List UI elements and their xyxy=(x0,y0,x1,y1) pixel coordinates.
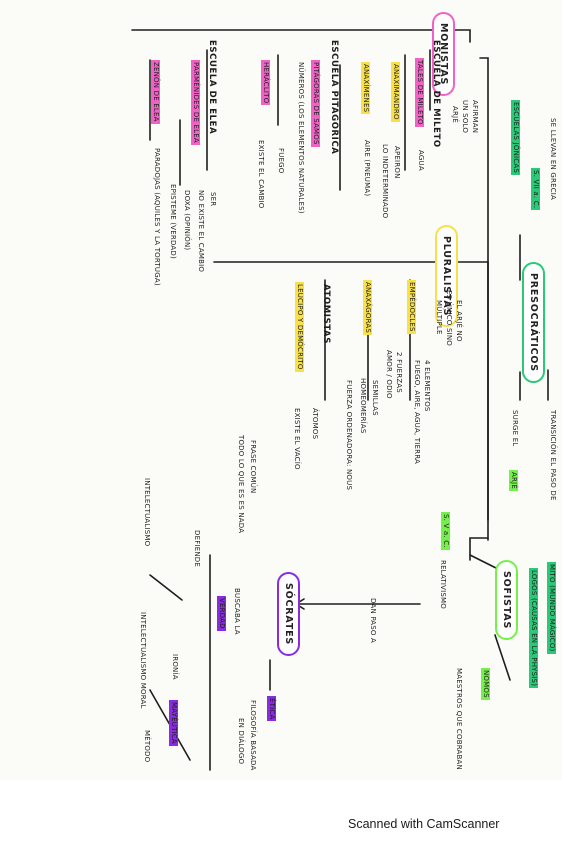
anaximenes-label: ANAXÍMENES xyxy=(361,62,370,115)
vacio-text: EXISTE EL VACÍO xyxy=(293,408,301,470)
elementos-text: FUEGO, AIRE, AGUA, TIERRA xyxy=(413,360,421,464)
zenon-label: ZENÓN DE ELEA xyxy=(151,60,160,124)
semillas-text: SEMILLAS xyxy=(371,380,379,416)
dialogo-text: EN DIÁLOGO xyxy=(237,718,245,765)
sofistas-line xyxy=(469,537,489,561)
siglo-label: S. VII a. C. xyxy=(531,168,540,211)
maestros-text: MAESTROS QUE COBRABAN xyxy=(455,668,463,770)
pitagoras-label: PITÁGORAS DE SAMOS xyxy=(311,60,320,147)
relativismo-text: RELATIVISMO xyxy=(439,560,447,609)
escuela-mileto-heading: ESCUELA DE MILETO xyxy=(431,40,441,148)
anaxagoras-label: ANAXÁGORAS xyxy=(363,280,372,336)
mayeutica-label: MAYÉUTICA xyxy=(169,700,178,746)
dos-fuerzas-text: 2 FUERZAS xyxy=(395,352,403,393)
aire-text: AIRE (PNEUMA) xyxy=(363,140,371,197)
atomistas-heading: ATOMISTAS xyxy=(321,284,331,344)
amor-odio-text: AMOR / ODIO xyxy=(385,350,393,399)
top-bracket-line xyxy=(131,29,471,43)
es-unico-text: ES ÚNICO SINO xyxy=(445,290,453,346)
escuelas-jonicas-label: ESCUELAS JÓNICAS xyxy=(511,100,520,176)
numeros-text: NÚMEROS (LOS ELEMENTOS NATURALES) xyxy=(297,62,305,214)
intelectualismo-moral-text: INTELECTUALISMO MORAL xyxy=(139,612,147,709)
sofistas-node: SOFISTAS xyxy=(495,560,518,641)
sofistas-to-maestros xyxy=(494,634,511,681)
afirman-text: AFIRMAN xyxy=(471,100,479,134)
escuela-elea-heading: ESCUELA DE ELEA xyxy=(207,40,217,135)
camscanner-footer: Scanned with CamScanner xyxy=(348,817,500,831)
arje-no-text: EL ARJÉ NO xyxy=(455,300,463,342)
buscaba-text: BUSCABA LA xyxy=(233,588,241,635)
filosofia-text: FILOSOFÍA BASADA xyxy=(249,700,257,771)
anaximandro-label: ANAXIMANDRO xyxy=(391,62,400,122)
presocraticos-node: PRESOCRÁTICOS xyxy=(522,262,545,383)
intelectualismo-text: INTELECTUALISMO xyxy=(143,478,151,547)
ironia-text: IRONÍA xyxy=(171,654,179,680)
nomos-label: NOMOS xyxy=(481,668,490,700)
episteme-text: EPISTEME (VERDAD) xyxy=(169,184,177,259)
fuego-text: FUEGO xyxy=(277,148,285,174)
escuela-pitagorica-heading: ESCUELA PITAGÓRICA xyxy=(329,40,339,155)
empedocles-label: EMPÉDOCLES xyxy=(407,280,416,334)
indeterminado-text: LO INDETERMINADO xyxy=(381,144,389,219)
leucipo-label: LEUCIPO Y DEMÓCRITO xyxy=(295,282,304,372)
defiende-bracket xyxy=(149,574,183,601)
defiende-text: DEFIENDE xyxy=(193,530,201,567)
verdad-label: VERDAD xyxy=(217,596,226,631)
dan-paso-text: DAN PASO A xyxy=(369,598,377,644)
concept-map-connectors xyxy=(131,29,549,771)
sofistas-siglo-label: S. V a. C. xyxy=(441,512,450,550)
ser-text: SER xyxy=(209,192,217,207)
surge-text: SURGE EL xyxy=(511,410,519,447)
existe-cambio-text: EXISTE EL CAMBIO xyxy=(257,140,265,209)
heraclito-label: HERÁCLITO xyxy=(261,60,270,106)
multiple-text: MÚLTIPLE xyxy=(435,300,443,335)
agua-text: AGUA xyxy=(417,150,425,171)
monistas-spine xyxy=(479,57,489,521)
transicion-text: TRANSICIÓN EL PASO DE xyxy=(549,410,557,501)
arje-label: ARJÉ xyxy=(509,470,518,491)
apeiron-text: APEIRON xyxy=(393,146,401,179)
socrates-node: SÓCRATES xyxy=(277,572,300,657)
parmenides-label: PARMÉNIDES DE ELEA xyxy=(191,60,200,145)
un-solo-text: UN SOLO xyxy=(461,100,469,134)
monistas-arje-text: ARJÉ xyxy=(451,106,459,123)
frase-text: TODO LO QUE ES ES NADA xyxy=(237,435,245,534)
se-llevan-text: SE LLEVAN EN GRECIA xyxy=(549,118,557,201)
mito-label: MITO (MUNDO MÁGICO) xyxy=(547,562,556,654)
paradojas-text: PARADOJAS (AQUILES Y LA TORTUGA) xyxy=(153,148,161,286)
etica-label: ÉTICA xyxy=(267,696,276,722)
doxa-text: DOXA (OPINIÓN) xyxy=(183,190,191,251)
no-existe-cambio-text: NO EXISTE EL CAMBIO xyxy=(197,190,205,273)
metodo-text: MÉTODO xyxy=(143,730,151,763)
frase-autor-text: FRASE COMÚN xyxy=(249,440,257,494)
atomos-text: ÁTOMOS xyxy=(311,408,319,440)
homeomerias-text: HOMEOMERÍAS xyxy=(359,378,367,434)
tales-label: TALES DE MILETO xyxy=(415,58,424,127)
nous-text: FUERZA ORDENADORA: NOUS xyxy=(345,380,353,491)
cuatro-elementos-text: 4 ELEMENTOS xyxy=(423,360,431,412)
logos-label: LOGOS (CAUSAS EN LA PHYSIS) xyxy=(529,568,538,689)
